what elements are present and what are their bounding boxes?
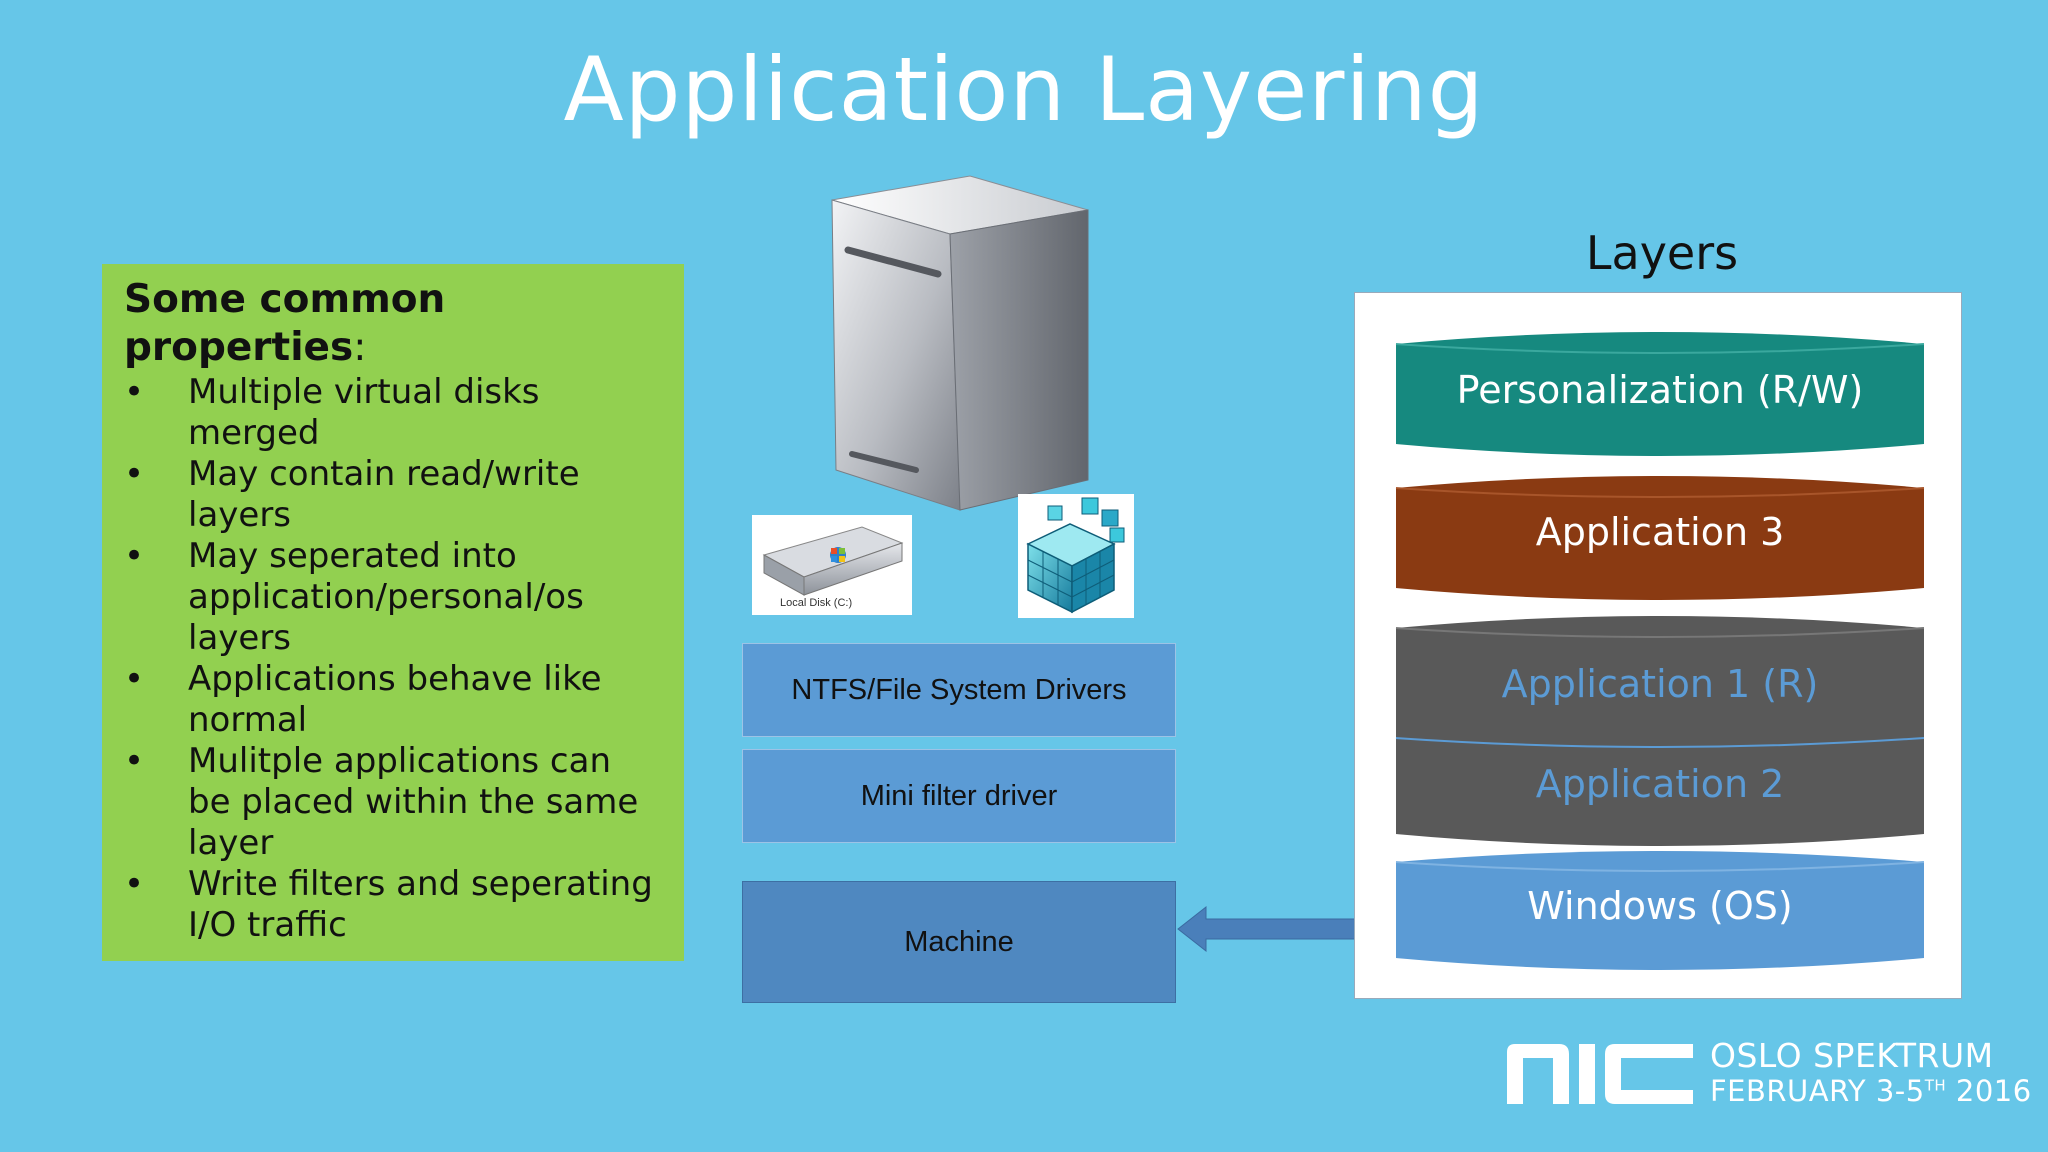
layer-label: Application 2: [1535, 762, 1785, 806]
local-disk-icon: Local Disk (C:): [752, 515, 912, 615]
bullet-icon: •: [124, 454, 145, 494]
list-item: • Mulitple applications can be placed wit…: [124, 741, 662, 864]
logo-dates-suffix: 2016: [1946, 1074, 2032, 1108]
machine-label: Machine: [904, 925, 1014, 958]
local-disk-caption: Local Disk (C:): [780, 597, 853, 609]
properties-heading: Some common properties:: [124, 276, 662, 372]
cylinder-shape: [1395, 332, 1925, 456]
list-item-text: May contain read/write layers: [188, 454, 580, 535]
list-item-text: May seperated into application/personal/…: [188, 536, 584, 658]
properties-heading-text: Some common properties: [124, 277, 446, 370]
server-icon: [831, 175, 1089, 511]
list-item-text: Mulitple applications can be placed with…: [188, 741, 639, 863]
cylinder-shape: [1395, 476, 1925, 600]
logo-dates-prefix: FEBRUARY 3-5: [1710, 1074, 1925, 1108]
left-arrow-icon: [1177, 905, 1359, 953]
nic-logo: [1507, 1044, 1693, 1104]
bullet-icon: •: [124, 659, 145, 699]
logo-dates-sup: TH: [1924, 1076, 1947, 1095]
layer-windows-os: Windows (OS): [1394, 846, 1926, 976]
machine-box: Machine: [742, 881, 1176, 1003]
properties-box: Some common properties: • Multiple virtua…: [102, 264, 684, 961]
list-item: • Multiple virtual disks merged: [124, 372, 662, 454]
list-item-text: Applications behave like normal: [188, 659, 602, 740]
list-item: • Applications behave like normal: [124, 659, 662, 741]
logo-dates: FEBRUARY 3-5TH 2016: [1710, 1074, 2032, 1108]
layers-title: Layers: [1585, 226, 1739, 280]
bullet-icon: •: [124, 741, 145, 781]
registry-cube-icon: [1018, 494, 1134, 618]
layer-application-3: Application 3: [1394, 470, 1926, 606]
layer-application-1-2: Application 1 (R) Application 2: [1394, 610, 1926, 850]
bullet-icon: •: [124, 864, 145, 904]
mini-filter-driver-label: Mini filter driver: [860, 779, 1058, 812]
ntfs-drivers-label: NTFS/File System Drivers: [791, 673, 1127, 706]
layer-label: Personalization (R/W): [1456, 368, 1864, 412]
list-item: • May contain read/write layers: [124, 454, 662, 536]
cylinder-shape: [1395, 851, 1925, 970]
cylinder-shape: [1395, 616, 1925, 846]
slide-title: Application Layering: [563, 38, 1485, 141]
mini-filter-driver-box: Mini filter driver: [742, 749, 1176, 843]
layer-label: Application 1 (R): [1501, 662, 1819, 706]
list-item: • May seperated into application/personal…: [124, 536, 662, 659]
bullet-icon: •: [124, 536, 145, 576]
layer-label: Application 3: [1535, 510, 1785, 554]
list-item-text: Write filters and seperating I/O traffic: [188, 864, 653, 945]
properties-heading-colon: :: [353, 325, 367, 370]
ntfs-drivers-box: NTFS/File System Drivers: [742, 643, 1176, 737]
layer-personalization: Personalization (R/W): [1394, 326, 1926, 462]
properties-list: • Multiple virtual disks merged • May cont…: [124, 372, 662, 946]
logo-venue: OSLO SPEKTRUM: [1710, 1036, 1994, 1075]
list-item: • Write filters and seperating I/O traffi…: [124, 864, 662, 946]
list-item-text: Multiple virtual disks merged: [188, 372, 540, 453]
bullet-icon: •: [124, 372, 145, 412]
layer-label: Windows (OS): [1527, 884, 1793, 928]
